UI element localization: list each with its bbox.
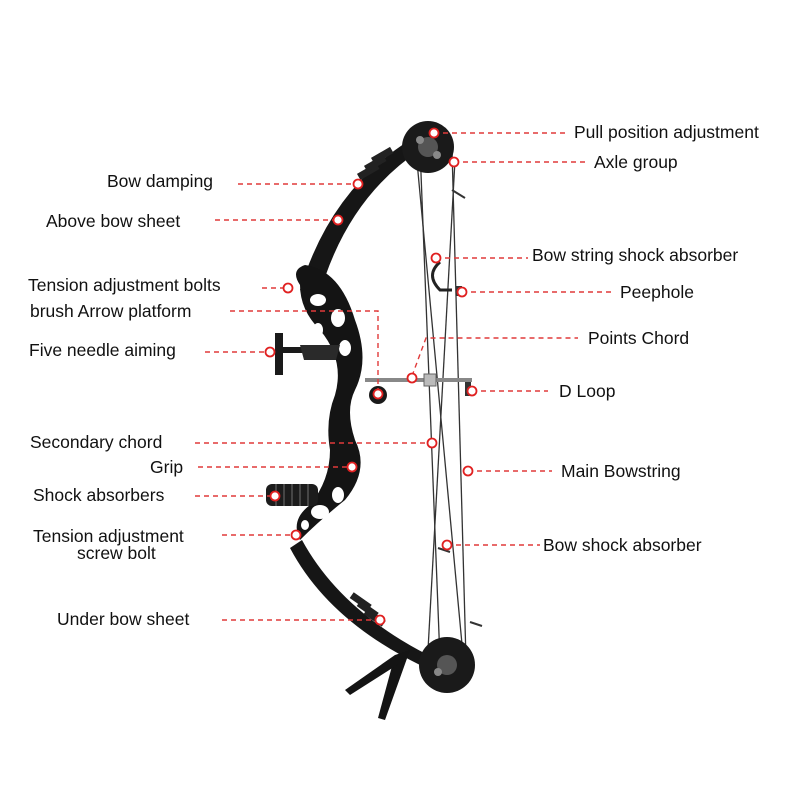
label-secondary-chord: Secondary chord [30, 432, 163, 452]
label-axle-group: Axle group [594, 152, 678, 172]
callout-markers [264, 127, 478, 626]
leader-arrow-platform [230, 310, 379, 394]
label-brush-arrow-platform: brush Arrow platform [30, 301, 192, 321]
marker-secondary-chord [426, 437, 438, 449]
stabilizer-shock-absorber [266, 484, 318, 506]
label-bow-shock-absorber: Bow shock absorber [543, 535, 702, 555]
label-five-needle-aiming: Five needle aiming [29, 340, 176, 360]
label-bow-string-shock-absorber: Bow string shock absorber [532, 245, 739, 265]
label-tension-adjustment-screw-bolt-line1: Tension adjustment [33, 526, 184, 546]
label-shock-absorbers: Shock absorbers [33, 485, 165, 505]
leader-points-chord [411, 337, 578, 377]
label-tension-adjustment-screw-bolt-line2: screw bolt [77, 543, 156, 563]
upper-limb [300, 140, 420, 300]
label-peephole: Peephole [620, 282, 694, 302]
marker-shock-absorbers [269, 490, 281, 502]
label-main-bowstring: Main Bowstring [561, 461, 681, 481]
marker-under-bow-sheet [374, 614, 386, 626]
marker-d-loop [466, 385, 478, 397]
marker-axle-group [448, 156, 460, 168]
string-shock-absorber [431, 260, 452, 292]
top-cam [402, 121, 454, 173]
cable-line [427, 159, 456, 651]
five-needle-sight [275, 333, 340, 375]
marker-arrow-platform [372, 388, 384, 400]
bow-stand [345, 650, 410, 720]
label-bow-damping: Bow damping [107, 171, 214, 191]
leader-lines [195, 132, 614, 621]
label-pull-position-adjustment: Pull position adjustment [574, 122, 759, 142]
cable-guard-bottom [469, 621, 483, 627]
marker-points-chord [406, 372, 418, 384]
cable-line-2 [414, 139, 464, 656]
marker-above-bow-sheet [332, 214, 344, 226]
marker-main-bowstring [462, 465, 474, 477]
marker-tension-screw [290, 529, 302, 541]
label-tension-adjustment-bolts: Tension adjustment bolts [28, 275, 221, 295]
marker-five-needle [264, 346, 276, 358]
label-points-chord: Points Chord [588, 328, 690, 348]
marker-peephole [456, 286, 468, 298]
marker-pull-position [428, 127, 440, 139]
main-bowstring [451, 149, 467, 661]
bow-damping-rubber [356, 146, 394, 180]
riser-cutouts [301, 294, 351, 530]
marker-grip [346, 461, 358, 473]
marker-bow-shock [441, 539, 453, 551]
cable-guard [451, 189, 466, 199]
bottom-cam [419, 637, 475, 693]
bow-strings [414, 139, 467, 661]
bow-riser [296, 265, 363, 540]
marker-string-shock [430, 252, 442, 264]
label-above-bow-sheet: Above bow sheet [46, 211, 181, 231]
marker-tension-bolts [282, 282, 294, 294]
cable-guard-lower [437, 547, 451, 553]
arrow-shaft [365, 373, 472, 387]
label-grip: Grip [150, 457, 184, 477]
lower-limb [290, 540, 428, 665]
label-d-loop: D Loop [559, 381, 616, 401]
label-under-bow-sheet: Under bow sheet [57, 609, 190, 629]
marker-bow-damping [352, 178, 364, 190]
